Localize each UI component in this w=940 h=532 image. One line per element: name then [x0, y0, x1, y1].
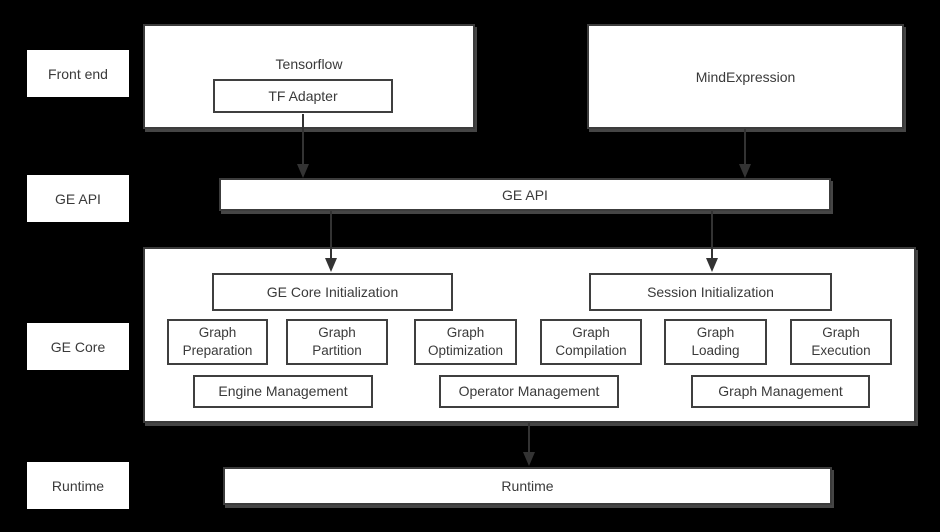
graph-preparation-line2: Preparation	[182, 343, 253, 358]
arrow-mindexpression-to-ge-api	[739, 129, 751, 178]
tensorflow-label: Tensorflow	[275, 56, 343, 72]
side-label-ge-core: GE Core	[27, 323, 129, 370]
arrow-head-icon	[523, 452, 535, 466]
operator-management-box: Operator Management	[439, 375, 619, 408]
graph-partition-box: Graph Partition	[286, 319, 388, 365]
ge-api-bar: GE API	[219, 178, 831, 211]
graph-compilation-line1: Graph	[572, 325, 610, 341]
graph-management-box: Graph Management	[691, 375, 870, 408]
graph-loading-line2: Loading	[691, 343, 740, 358]
session-initialization-box: Session Initialization	[589, 273, 832, 311]
arrow-ge-core-to-runtime	[523, 423, 535, 466]
arrow-shaft	[744, 129, 746, 165]
arrow-head-icon	[325, 258, 337, 272]
tensorflow-box: Tensorflow TF Adapter	[143, 24, 475, 129]
runtime-bar: Runtime	[223, 467, 832, 505]
graph-loading-line1: Graph	[696, 325, 735, 341]
graph-optimization-line1: Graph	[446, 325, 485, 341]
graph-execution-box: Graph Execution	[790, 319, 892, 365]
arrow-ge-api-to-ge-core-init	[325, 211, 337, 272]
arrow-shaft	[330, 211, 332, 259]
side-label-front-end: Front end	[27, 50, 129, 97]
ge-core-initialization-box: GE Core Initialization	[212, 273, 453, 311]
graph-loading-box: Graph Loading	[664, 319, 767, 365]
graph-execution-line2: Execution	[811, 343, 871, 358]
arrow-head-icon	[706, 258, 718, 272]
mindexpression-box: MindExpression	[587, 24, 904, 129]
engine-management-box: Engine Management	[193, 375, 373, 408]
arrow-ge-api-to-session-init	[706, 211, 718, 272]
graph-optimization-line2: Optimization	[427, 343, 504, 358]
graph-partition-line2: Partition	[312, 343, 362, 358]
graph-preparation-line1: Graph	[198, 325, 237, 341]
graph-compilation-box: Graph Compilation	[540, 319, 642, 365]
arrow-head-icon	[739, 164, 751, 178]
arrow-head-icon	[297, 164, 309, 178]
arrow-shaft	[528, 423, 530, 453]
ge-core-box: GE Core Initialization Session Initializ…	[143, 247, 916, 423]
graph-compilation-line2: Compilation	[555, 343, 627, 358]
graph-partition-line1: Graph	[318, 325, 356, 341]
graph-execution-line1: Graph	[822, 325, 860, 341]
graph-preparation-box: Graph Preparation	[167, 319, 268, 365]
side-label-runtime: Runtime	[27, 462, 129, 509]
arrow-tensorflow-to-ge-api	[297, 114, 309, 178]
tf-adapter-box: TF Adapter	[213, 79, 393, 113]
arrow-shaft	[711, 211, 713, 259]
side-label-ge-api: GE API	[27, 175, 129, 222]
arrow-shaft	[302, 114, 304, 165]
graph-optimization-box: Graph Optimization	[414, 319, 517, 365]
